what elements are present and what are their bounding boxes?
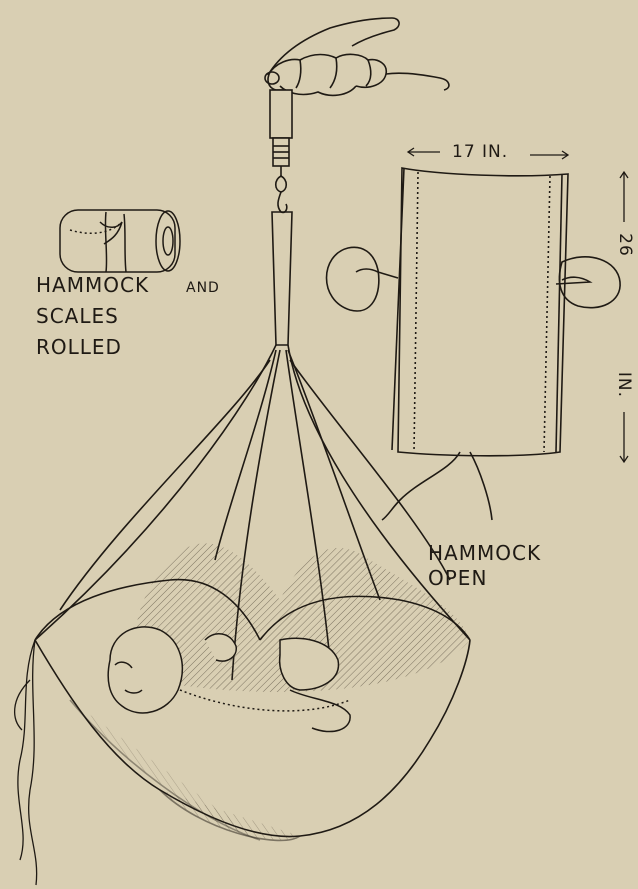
height-dimension-unit: IN. bbox=[614, 367, 634, 403]
open-label-hammock: HAMMOCK bbox=[428, 543, 541, 563]
rolled-label-rolled: ROLLED bbox=[36, 337, 122, 357]
spring-scale bbox=[270, 90, 292, 212]
hanging-ties bbox=[15, 640, 37, 885]
open-hammock-drawing bbox=[327, 168, 621, 520]
rolled-label-hammock: HAMMOCK bbox=[36, 275, 149, 295]
rolled-label-scales: SCALES bbox=[36, 306, 119, 326]
rolled-label-and: AND bbox=[186, 281, 220, 295]
rolled-hammock-drawing bbox=[60, 210, 180, 272]
height-dimension-number: 26 bbox=[615, 230, 635, 260]
width-dimension-label: 17 IN. bbox=[452, 144, 508, 161]
hand-drawing bbox=[265, 18, 449, 95]
open-label-open: OPEN bbox=[428, 568, 487, 588]
